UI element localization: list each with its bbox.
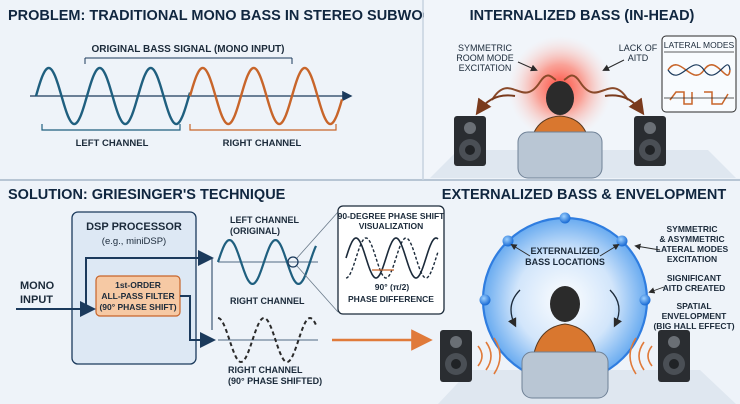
problem-title: PROBLEM: TRADITIONAL MONO BASS IN STEREO… (8, 8, 473, 24)
symmetric-line-3: EXCITATION (459, 63, 512, 73)
symmetric-pointer (517, 61, 538, 72)
mono-input-line-1: MONO (20, 280, 55, 292)
listener-head-bottom (550, 286, 580, 322)
right-channel-wave (188, 66, 344, 126)
signal-label: ORIGINAL BASS SIGNAL (MONO INPUT) (92, 44, 285, 55)
route-right-channel (180, 295, 216, 348)
symmetric-line-2: ROOM MODE (456, 53, 514, 63)
right-shifted-line-2: (90° PHASE SHIFTED) (228, 376, 322, 386)
right-speaker-top (634, 116, 666, 166)
ext-env-line-1: SPATIAL (676, 301, 711, 311)
left-channel-orig-line-1: LEFT CHANNEL (230, 215, 299, 225)
solution-left-wave (216, 239, 318, 285)
speaker-ripples (477, 337, 653, 375)
right-speaker-bottom (658, 330, 690, 382)
lack-aitd-line-2: AITD (628, 53, 649, 63)
sound-arc-left (508, 289, 521, 328)
left-speaker-top (454, 116, 486, 166)
ext-locations-line-2: BASS LOCATIONS (525, 257, 605, 267)
listener-head (546, 81, 574, 115)
filter-line-3: (90° PHASE SHIFT) (99, 302, 176, 312)
ext-env-line-3: (BIG HALL EFFECT) (653, 321, 734, 331)
route-left-channel (85, 250, 214, 309)
bass-node (639, 294, 651, 306)
bass-location-nodes (479, 212, 651, 306)
left-channel-orig-line-2: (ORIGINAL) (230, 226, 280, 236)
bass-node (479, 294, 491, 306)
left-channel-wave (34, 66, 192, 126)
wave-left-to-head (491, 74, 557, 101)
wave-right-to-head (563, 74, 629, 101)
externalized-title: EXTERNALIZED BASS & ENVELOPMENT (442, 187, 727, 203)
arrow-to-left-speaker (475, 94, 516, 116)
ext-aitd-line-1: SIGNIFICANT (667, 273, 722, 283)
left-channel-label: LEFT CHANNEL (76, 138, 149, 149)
right-channel-label-mid: RIGHT CHANNEL (230, 296, 305, 306)
zoom-marker (287, 256, 299, 268)
filter-line-2: ALL-PASS FILTER (101, 291, 174, 301)
problem-panel (0, 0, 422, 178)
left-speaker-bottom (440, 330, 472, 382)
solution-title: SOLUTION: GRIESINGER'S TECHNIQUE (8, 187, 286, 203)
lack-aitd-pointer (602, 59, 625, 71)
bass-node (559, 212, 571, 224)
dsp-subtitle: (e.g., miniDSP) (102, 236, 166, 247)
bass-node (616, 235, 628, 247)
viz-title-line-2: VISUALIZATION (359, 221, 424, 231)
ext-locations-line-1: EXTERNALIZED (530, 246, 600, 256)
right-shifted-line-1: RIGHT CHANNEL (228, 365, 303, 375)
arrow-to-right-speaker (604, 94, 645, 116)
phase-viz-box (337, 205, 445, 315)
viz-title-line-1: 90-DEGREE PHASE SHIFT (338, 211, 446, 221)
symmetric-line-1: SYMMETRIC (458, 43, 513, 53)
right-channel-label: RIGHT CHANNEL (223, 138, 302, 149)
right-channel-bracket (189, 124, 337, 131)
sound-arc-right (609, 289, 622, 328)
left-channel-bracket (41, 124, 181, 131)
lateral-modes-label: LATERAL MODES (664, 40, 735, 50)
ext-aitd-line-2: AITD CREATED (663, 283, 726, 293)
solution-right-wave (217, 316, 317, 364)
ext-sym-line-1: SYMMETRIC (667, 224, 718, 234)
viz-angle: 90° (π/2) (375, 282, 410, 292)
listener-chair-bottom (521, 351, 609, 399)
dsp-title: DSP PROCESSOR (86, 221, 182, 233)
lateral-mode-wave-2 (667, 64, 731, 76)
ext-env-line-2: ENVELOPMENT (662, 311, 728, 321)
mono-input-line-2: INPUT (20, 294, 53, 306)
filter-line-1: 1st-ORDER (115, 280, 161, 290)
ext-sym-line-4: EXCITATION (667, 254, 717, 264)
ext-sym-line-2: & ASYMMETRIC (659, 234, 724, 244)
internalized-title: INTERNALIZED BASS (IN-HEAD) (470, 8, 695, 24)
viz-phase-difference: PHASE DIFFERENCE (348, 294, 434, 304)
lack-aitd-line-1: LACK OF (619, 43, 658, 53)
bass-node (502, 235, 514, 247)
ext-sym-line-3: LATERAL MODES (656, 244, 729, 254)
listener-chair (517, 131, 603, 179)
